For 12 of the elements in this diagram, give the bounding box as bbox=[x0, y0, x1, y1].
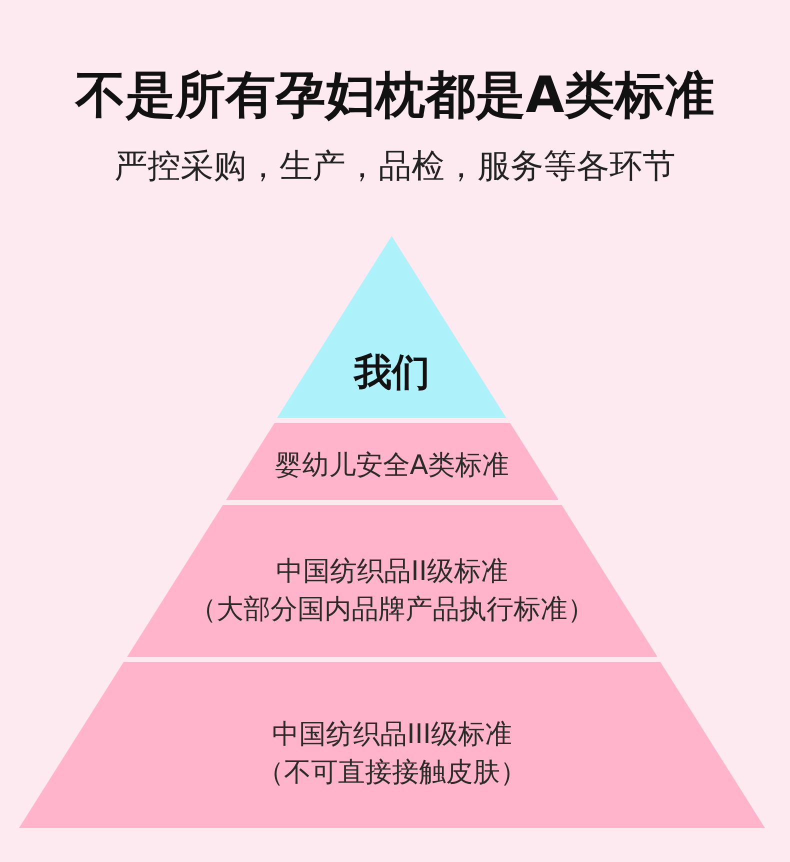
pyramid-tier bbox=[277, 236, 507, 418]
tier-label: 我们 bbox=[354, 353, 430, 391]
tier-note: （大部分国内品牌产品执行标准） bbox=[189, 593, 594, 627]
tier-label: 中国纺织品II级标准 bbox=[276, 555, 508, 589]
tier-label: 中国纺织品III级标准 bbox=[272, 718, 512, 752]
title: 不是所有孕妇枕都是A类标准 bbox=[76, 65, 714, 125]
tier-label: 婴幼儿安全A类标准 bbox=[274, 449, 510, 483]
pyramid-tier bbox=[226, 423, 558, 500]
pyramid-tier bbox=[19, 662, 765, 828]
pyramid-tier bbox=[126, 505, 658, 657]
subtitle: 严控采购，生产，品检，服务等各环节 bbox=[114, 145, 676, 187]
tier-note: （不可直接接触皮肤） bbox=[257, 756, 527, 790]
